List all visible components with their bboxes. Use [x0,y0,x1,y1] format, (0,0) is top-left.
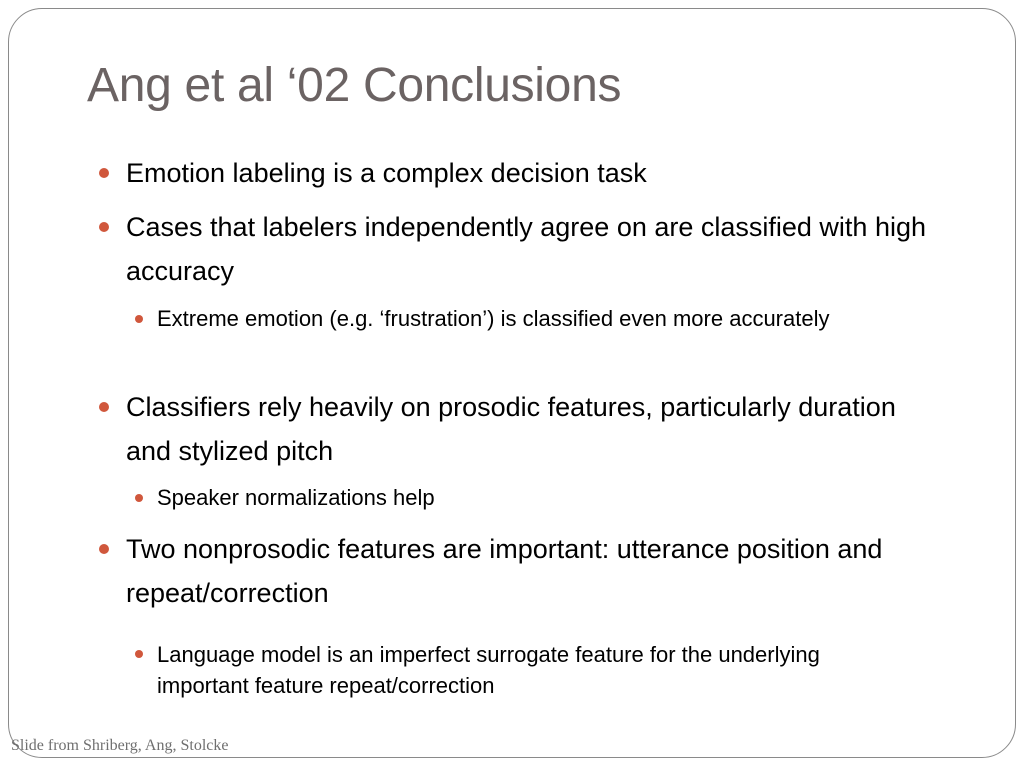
slide-footer: Slide from Shriberg, Ang, Stolcke [11,737,229,754]
bullet-item: Two nonprosodic features are important: … [99,527,926,615]
bullet-text: Cases that labelers independently agree … [126,212,926,286]
bullet-item: Cases that labelers independently agree … [99,205,926,293]
sub-bullet-item: Language model is an imperfect surrogate… [135,639,857,701]
sub-bullet-item: Extreme emotion (e.g. ‘frustration’) is … [135,300,857,338]
bullet-marker-icon [99,222,109,232]
bullet-marker-icon [99,544,109,554]
bullet-marker-icon [135,494,143,502]
bullet-text: Two nonprosodic features are important: … [126,534,883,608]
bullet-marker-icon [99,402,109,412]
bullet-item: Emotion labeling is a complex decision t… [99,151,926,195]
bullet-text: Extreme emotion (e.g. ‘frustration’) is … [157,306,830,331]
bullet-text: Emotion labeling is a complex decision t… [126,158,647,188]
bullet-text: Speaker normalizations help [157,485,435,510]
bullet-text: Language model is an imperfect surrogate… [157,642,820,698]
bullet-text: Classifiers rely heavily on prosodic fea… [126,392,896,466]
bullet-marker-icon [135,650,143,658]
sub-bullet-item: Speaker normalizations help [135,479,857,517]
bullet-marker-icon [99,168,109,178]
bullet-marker-icon [135,315,143,323]
slide-frame [8,8,1016,758]
slide-title: Ang et al ‘02 Conclusions [87,59,622,112]
bullet-item: Classifiers rely heavily on prosodic fea… [99,385,926,473]
